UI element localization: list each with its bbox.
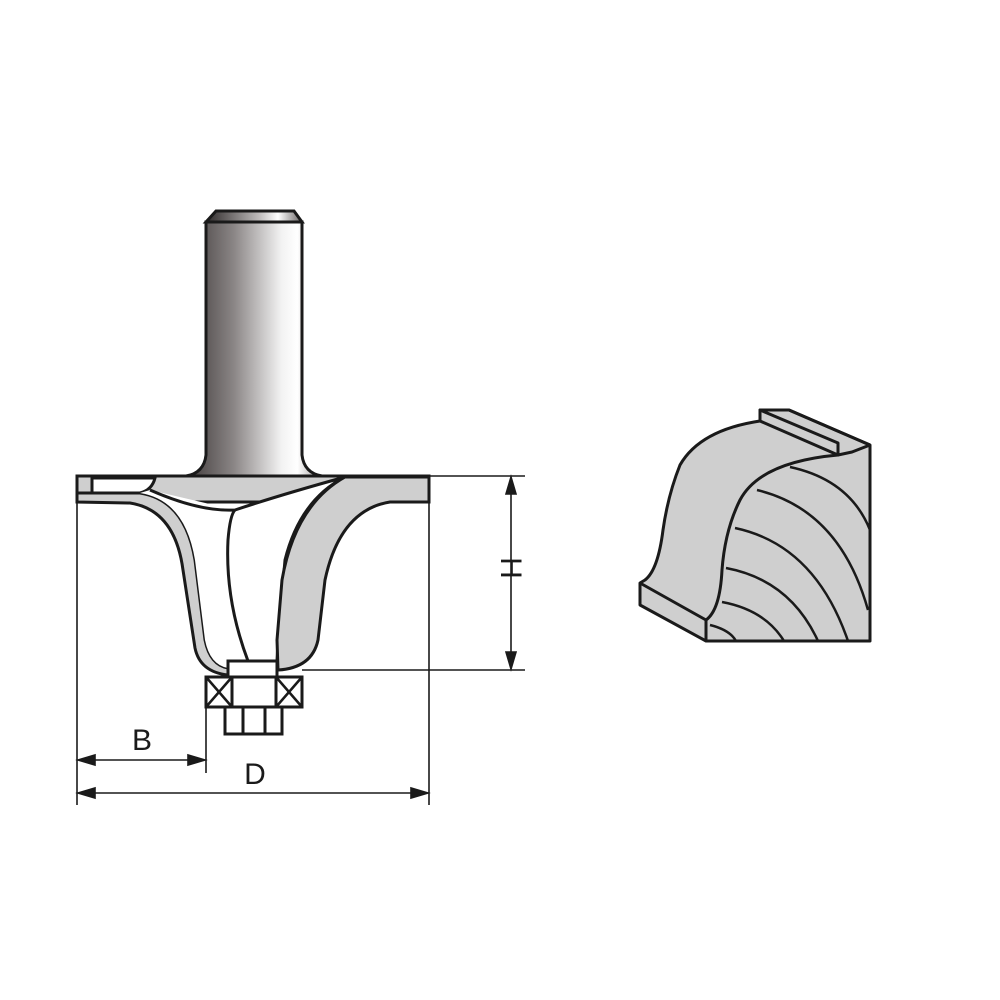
dimension-label-b: B [132,724,152,757]
bearing [204,675,304,736]
shank [185,209,323,478]
cutter-body [75,474,431,679]
profile-sample [638,408,872,643]
dimension-label-d: D [244,758,266,791]
dimension-lines [75,474,525,805]
dimension-label-h: H [494,557,527,579]
